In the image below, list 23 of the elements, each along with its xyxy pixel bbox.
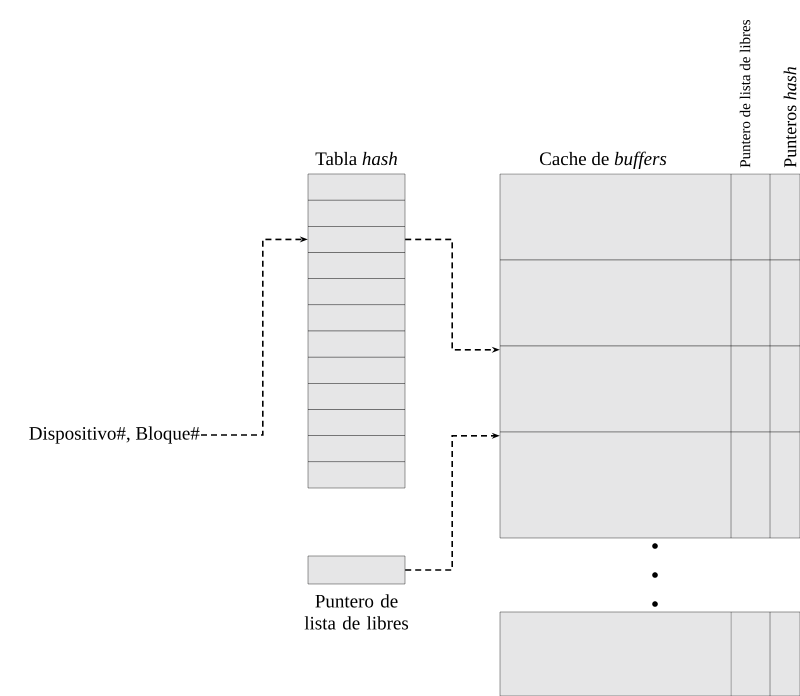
cache-heading: Cache de buffers [540,152,666,170]
hash-table-row [308,200,406,227]
hash-table-row [308,252,406,279]
buffer-block [500,174,800,260]
buffer-block [500,432,800,538]
hash-table-row [308,278,406,306]
hash-table-row [308,383,406,410]
buffer-block [500,346,800,432]
hash-table-row [308,409,406,436]
buffer-block [500,612,800,696]
hash-table-row [308,226,406,253]
hash-table-row [308,462,406,488]
hash-table-row [308,174,406,200]
hash-table-row [308,304,406,332]
table-heading: Tabla hash [316,152,397,166]
hash-table-row [308,435,406,462]
input-label: Dispositivo#, Bloque# [29,426,200,444]
column-heading: Puntero de lista de libres [740,20,750,168]
hash-table-row [308,330,406,358]
column-heading: Punteros hash [784,67,796,168]
buffer-block [500,260,800,346]
pointer-caption: Puntero de lista de libres [304,594,408,630]
hash-table-row [308,356,406,384]
